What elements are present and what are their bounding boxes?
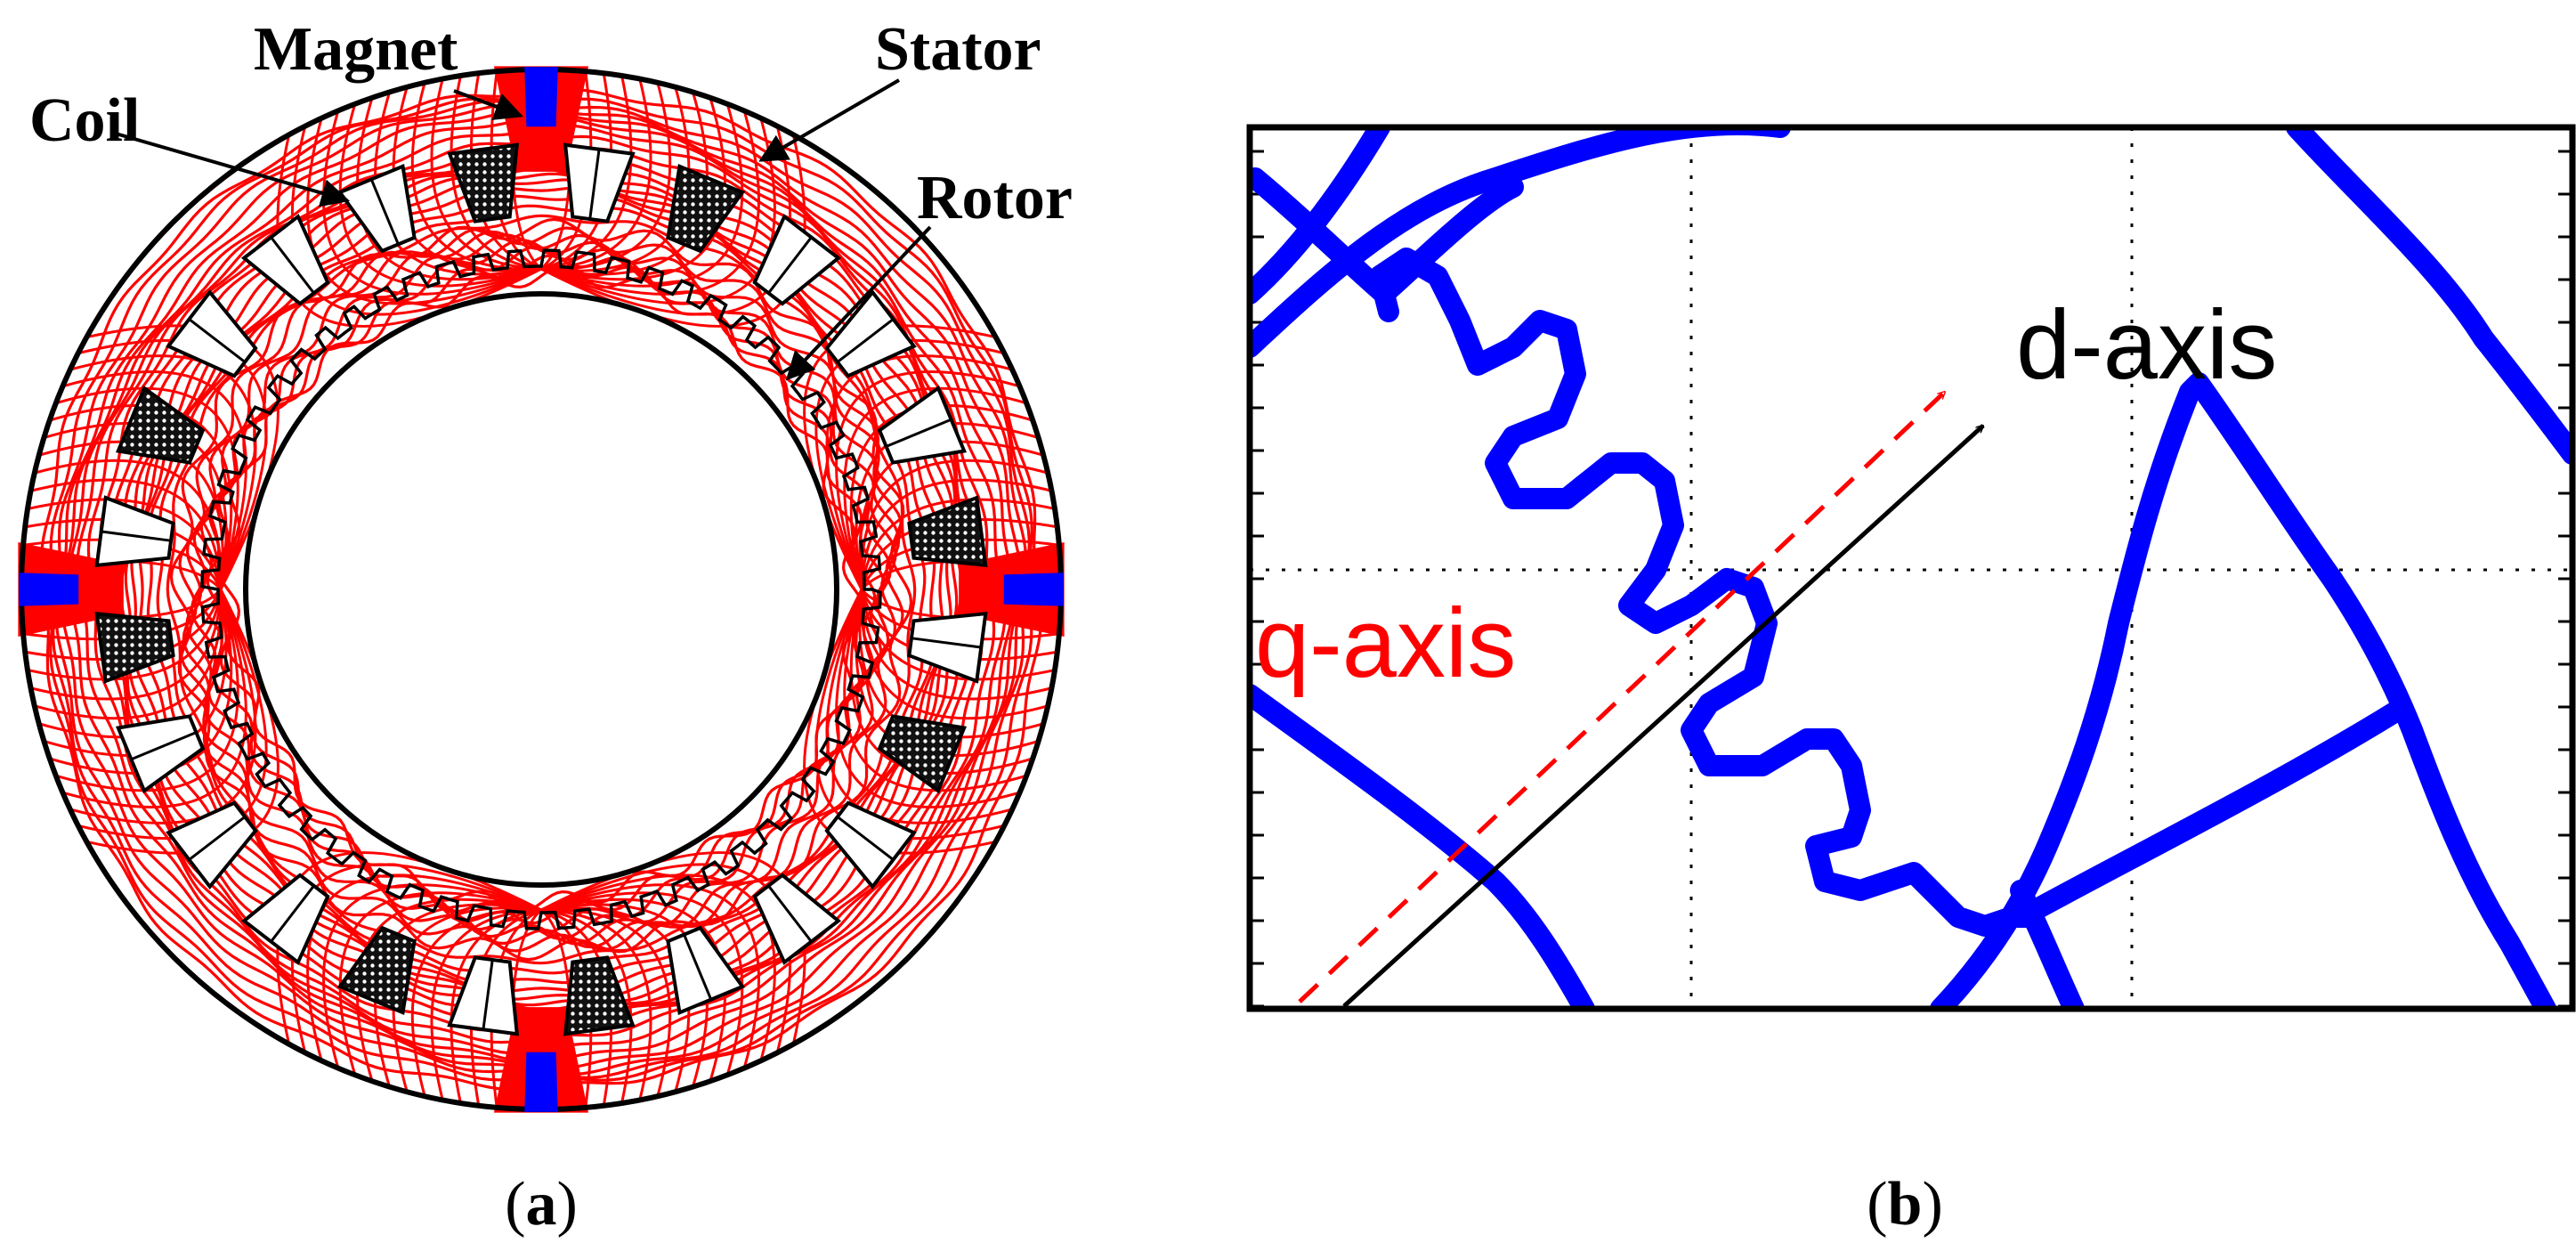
contour-stator-slot [1930, 372, 2556, 1009]
stator-slot [94, 495, 175, 568]
slot-divider [886, 418, 953, 448]
rotor-teeth-outline [200, 248, 882, 930]
contour-top-arc [1250, 127, 1791, 358]
stator-slot [752, 214, 842, 306]
flux-line [99, 147, 984, 1032]
flux-line [124, 172, 959, 1007]
stator-slot [666, 925, 746, 1016]
contour-top-left-stub [1250, 127, 1390, 305]
coil-slot [877, 714, 968, 794]
contour-slot-crossbar [2028, 702, 2405, 919]
flux-line [216, 264, 866, 914]
flux-line [86, 134, 996, 1044]
slot-divider [588, 148, 601, 219]
slot-divider [837, 317, 895, 363]
caption-b-open: ( [1867, 1170, 1887, 1239]
slot-divider [269, 885, 315, 944]
flux-line [169, 217, 913, 962]
stator-slot [563, 142, 636, 223]
slot-divider [187, 317, 246, 363]
stator-slot [877, 385, 968, 465]
caption-b-letter: b [1888, 1170, 1923, 1239]
stator-slot [336, 163, 417, 254]
flux-line [178, 226, 904, 953]
stator-label: Stator [875, 15, 1041, 84]
d-axis-arrow [1342, 424, 1983, 1008]
magnet-block [19, 573, 79, 606]
coil-slot [94, 611, 175, 684]
magnet-label: Magnet [254, 15, 458, 84]
coil-label: Coil [29, 86, 140, 155]
slot-divider [269, 235, 315, 294]
flux-line [146, 194, 936, 985]
slot-divider [100, 530, 171, 542]
q-axis-label: q-axis [1255, 589, 1516, 698]
slot-divider [187, 816, 246, 862]
stator-pointer [758, 78, 901, 162]
panel-b-axis-zoom: d-axis q-axis (b) [1246, 124, 2576, 1239]
rotor-inner-boundary [243, 291, 839, 888]
flux-line [109, 157, 974, 1022]
slot-divider [767, 235, 814, 294]
flux-line [166, 214, 917, 965]
caption-a-close: ) [557, 1170, 578, 1239]
slot-divider [767, 885, 814, 944]
stator-slot [115, 714, 206, 794]
contour-rotor-teeth [1369, 248, 2040, 937]
magnets [19, 67, 1064, 1112]
coil-slot [447, 142, 520, 223]
flux-line [60, 108, 1023, 1071]
flux-line [40, 88, 1042, 1091]
slot-divider [683, 934, 713, 1002]
flux-line [130, 178, 952, 1001]
rotor-pointer [785, 225, 932, 381]
coil-pointer [115, 132, 351, 207]
magnet-block [524, 1052, 558, 1112]
caption-a-letter: a [526, 1170, 557, 1239]
rotor-label: Rotor [917, 164, 1073, 232]
q-axis-arrow [1298, 390, 1945, 1003]
caption-a: (a) [505, 1170, 578, 1239]
flux-line [185, 233, 897, 946]
stator-outer-boundary [19, 67, 1064, 1112]
slot-divider [911, 637, 983, 649]
rotor-teeth [200, 248, 882, 930]
magnet-pointer [453, 89, 523, 120]
stator-slots [94, 142, 988, 1036]
magnet-block [524, 67, 558, 127]
panel-a-motor-cross-section: Magnet Stator Coil Rotor (a) [18, 15, 1073, 1239]
flux-line [137, 185, 945, 994]
flux-line [182, 230, 901, 949]
coil-slot [666, 163, 746, 254]
stator-slot [447, 955, 520, 1036]
coil-slot [907, 495, 988, 568]
coil-slot [563, 955, 636, 1036]
coil-slot [336, 925, 417, 1016]
contour-upper-right-arc [2286, 127, 2572, 465]
slot-divider [482, 960, 494, 1031]
panel-b-border [1246, 124, 2576, 1012]
contour-slot-tip [2010, 880, 2085, 1009]
slot-divider [129, 731, 197, 761]
stator-slot [166, 288, 258, 378]
flux-line [156, 204, 927, 975]
slot-divider [369, 177, 400, 245]
stator-slot [907, 611, 988, 684]
caption-a-open: ( [505, 1170, 525, 1239]
caption-b-close: ) [1922, 1170, 1942, 1239]
slot-divider [837, 816, 895, 862]
stator-slot [824, 800, 917, 890]
contour-lower-left-arc [1250, 684, 1595, 1009]
magnet-block [1003, 573, 1064, 606]
caption-b: (b) [1867, 1170, 1943, 1239]
d-axis-label: d-axis [2016, 290, 2277, 400]
stator-slot [240, 873, 330, 965]
coil-slot [115, 385, 206, 465]
